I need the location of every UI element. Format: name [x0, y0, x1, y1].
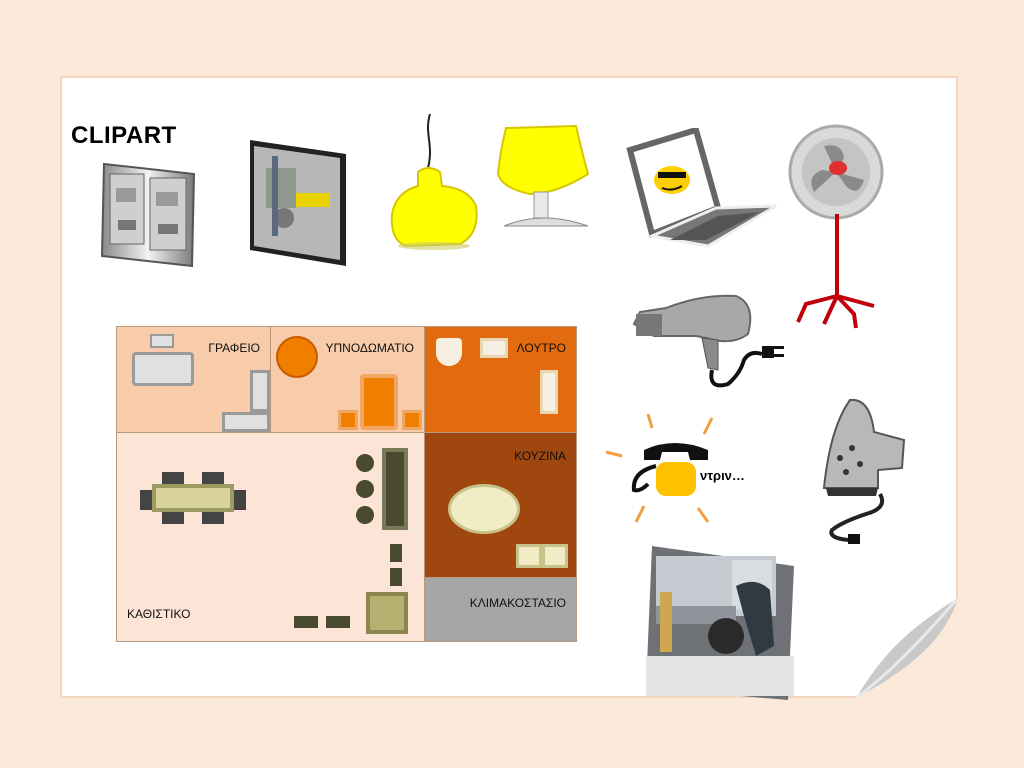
room-bathroom-label: ΛΟΥΤΡΟ — [516, 341, 566, 355]
dining-chair — [202, 512, 224, 524]
room-office-label: ΓΡΑΦΕΙΟ — [208, 341, 260, 355]
bedroom-bed — [360, 374, 398, 430]
room-stairs-label: ΚΛΙΜΑΚΟΣΤΑΣΙΟ — [469, 596, 566, 610]
ringing-telephone-icon[interactable] — [604, 414, 716, 532]
bench — [326, 616, 350, 628]
yellow-lamp-icon[interactable] — [388, 114, 480, 250]
hair-dryer-icon[interactable] — [632, 290, 794, 390]
gas-meter-icon[interactable] — [246, 138, 350, 268]
laptop-icon[interactable] — [626, 128, 782, 252]
office-desk — [132, 352, 194, 386]
ring-text: ντριν… — [700, 468, 745, 483]
clothes-iron-icon[interactable] — [818, 398, 910, 550]
kitchen-counter — [516, 544, 542, 568]
oil-delivery-photo[interactable] — [646, 546, 794, 700]
dining-chair — [162, 472, 184, 484]
room-kitchen-label: ΚΟΥΖΙΝΑ — [514, 449, 566, 463]
office-shelf-vertical — [250, 370, 270, 412]
dining-chair — [234, 490, 246, 510]
office-chair — [150, 334, 174, 348]
bedroom-round-rug — [276, 336, 318, 378]
toilet — [436, 338, 462, 366]
stool — [356, 506, 374, 524]
coffee-table — [366, 592, 408, 634]
standing-fan-icon[interactable] — [784, 124, 888, 330]
floor-plan: ΓΡΑΦΕΙΟ ΥΠΝΟΔΩΜΑΤΙΟ ΛΟΥΤΡΟ ΚΑΘΙΣΤΙΚΟ ΚΟΥ… — [116, 326, 577, 642]
dining-chair — [140, 490, 152, 510]
bedroom-nightstand-left — [338, 410, 358, 430]
armchair-small — [390, 544, 402, 562]
bedroom-nightstand-right — [402, 410, 422, 430]
room-bedroom-label: ΥΠΝΟΔΩΜΑΤΙΟ — [325, 341, 414, 355]
sink — [480, 338, 508, 358]
sofa — [382, 448, 408, 530]
slide-title: CLIPART — [71, 122, 177, 149]
dining-table — [152, 484, 234, 512]
dining-chair — [162, 512, 184, 524]
bathtub — [540, 370, 558, 414]
stool — [356, 480, 374, 498]
armchair-small — [390, 568, 402, 586]
office-shelf-horizontal — [222, 412, 270, 432]
kitchen-counter — [542, 544, 568, 568]
kitchen-table — [448, 484, 520, 534]
room-stairs[interactable]: ΚΛΙΜΑΚΟΣΤΑΣΙΟ — [424, 577, 577, 642]
yellow-table-lamp-icon[interactable] — [496, 122, 592, 230]
electric-meter-icon[interactable] — [98, 160, 200, 268]
page-curl — [856, 596, 960, 700]
stool — [356, 454, 374, 472]
bench — [294, 616, 318, 628]
dining-chair — [202, 472, 224, 484]
room-living-label: ΚΑΘΙΣΤΙΚΟ — [127, 607, 191, 621]
